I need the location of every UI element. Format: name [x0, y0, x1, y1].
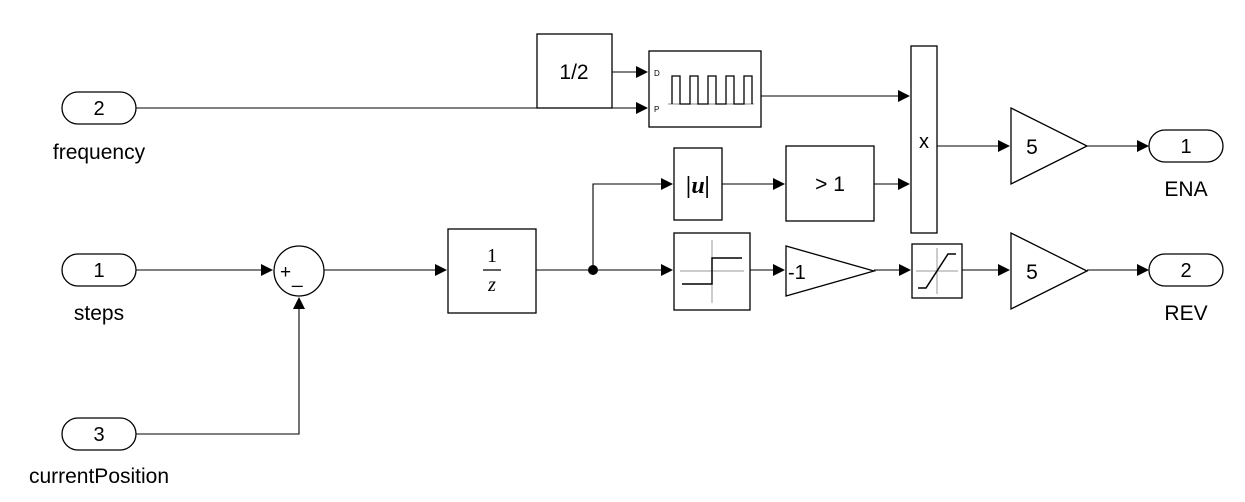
pulse-waveform-icon: [671, 75, 753, 105]
block-body: [1010, 231, 1089, 311]
outport-oval: [1148, 129, 1224, 163]
product-label: x: [919, 131, 929, 153]
arrowhead: [435, 264, 447, 276]
block-body: [785, 245, 877, 297]
block-body: [447, 228, 537, 314]
abs-label: |u|: [686, 173, 710, 199]
inport-name: frequency: [53, 141, 146, 164]
arrowhead: [998, 140, 1010, 152]
gain-ena-block[interactable]: 5: [1010, 106, 1089, 186]
pulse-port-d-label: D: [654, 69, 660, 78]
block-body: [273, 245, 325, 297]
arrowhead: [1137, 264, 1149, 276]
outport-number: 2: [1180, 260, 1191, 282]
inport-frequency[interactable]: 2 frequency: [53, 91, 146, 164]
wire-position-to-sum[interactable]: [136, 309, 300, 435]
constant-block[interactable]: 1/2: [536, 33, 613, 109]
sum-plus-sign: +: [280, 262, 291, 283]
gain-rev-block[interactable]: 5: [1010, 231, 1089, 311]
arrowhead: [636, 66, 648, 78]
inport-steps[interactable]: 1 steps: [61, 253, 137, 325]
block-body: [910, 45, 938, 234]
inport-oval: [61, 253, 137, 287]
inport-name: steps: [74, 302, 124, 325]
compare-label: > 1: [815, 173, 845, 196]
arrowhead: [661, 178, 673, 190]
pulse-port-p-label: P: [654, 105, 659, 114]
inport-current-position[interactable]: 3 currentPosition: [29, 417, 169, 488]
saturation-block[interactable]: [911, 243, 963, 299]
inport-oval: [61, 91, 137, 125]
arrowhead: [773, 264, 785, 276]
outport-ena[interactable]: 1 ENA: [1148, 129, 1224, 201]
gain-negate-block[interactable]: -1: [785, 245, 877, 297]
arrowhead: [636, 102, 648, 114]
inport-oval: [61, 417, 137, 451]
inport-number: 1: [93, 260, 104, 282]
outport-oval: [1148, 253, 1224, 287]
arrowhead: [898, 178, 910, 190]
inport-number: 3: [93, 424, 104, 446]
delay-numerator: 1: [487, 245, 497, 267]
arrowhead: [899, 264, 911, 276]
block-body: [536, 33, 613, 109]
block-body: [1010, 106, 1089, 186]
outport-name: ENA: [1164, 178, 1207, 201]
compare-to-constant-block[interactable]: > 1: [785, 145, 875, 222]
unit-delay-block[interactable]: 1 z: [447, 228, 537, 314]
wire-branch-to-abs[interactable]: [592, 183, 661, 270]
delay-denominator: z: [487, 274, 496, 296]
arrowhead: [773, 178, 785, 190]
abs-block[interactable]: |u|: [673, 147, 723, 221]
sum-block[interactable]: + _: [273, 245, 325, 297]
arrowhead: [661, 264, 673, 276]
arrowhead: [898, 90, 910, 102]
sum-minus-sign: _: [291, 267, 303, 288]
block-body: [648, 50, 762, 128]
arrowhead: [261, 264, 273, 276]
sign-step-icon: [682, 257, 742, 285]
block-body: [673, 147, 723, 221]
gain-ena-label: 5: [1026, 136, 1038, 159]
sign-block[interactable]: [673, 232, 751, 311]
inport-name: currentPosition: [29, 465, 169, 488]
gain-rev-label: 5: [1026, 261, 1038, 284]
branch-point: [588, 265, 598, 275]
arrowhead: [998, 264, 1010, 276]
arrowhead: [293, 297, 305, 309]
gain-negate-label: -1: [788, 262, 806, 284]
outport-rev[interactable]: 2 REV: [1148, 253, 1224, 325]
outport-number: 1: [1180, 136, 1191, 158]
product-block[interactable]: x: [910, 45, 938, 234]
inport-number: 2: [93, 98, 104, 120]
saturation-ramp-icon: [918, 253, 956, 289]
arrowhead: [1137, 140, 1149, 152]
block-body: [785, 145, 875, 222]
pulse-generator-block[interactable]: D P: [648, 50, 762, 128]
constant-value: 1/2: [559, 61, 588, 84]
outport-name: REV: [1164, 302, 1207, 325]
